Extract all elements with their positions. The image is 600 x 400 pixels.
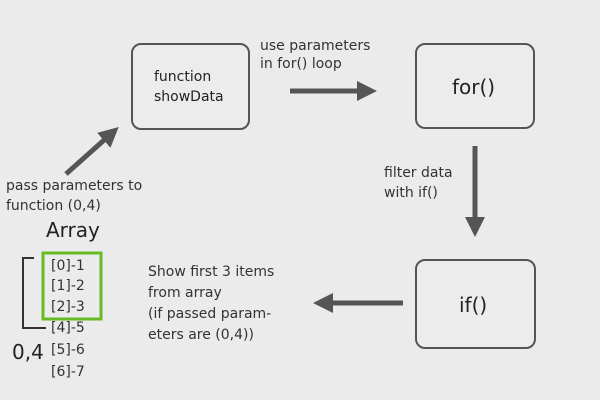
use-params-label-line1: use parameters xyxy=(260,38,371,54)
result-label-line2: from array xyxy=(148,285,222,301)
range-bracket xyxy=(22,257,46,329)
result-label-line1: Show first 3 items xyxy=(148,264,275,280)
arrow-params-to-function xyxy=(64,127,119,176)
array-item: [5]-6 xyxy=(51,342,85,358)
array-item: [2]-3 xyxy=(51,299,85,315)
filter-label-line1: filter data xyxy=(384,165,453,181)
result-label-line4: eters are (0,4)) xyxy=(148,327,254,343)
if-node-label: if() xyxy=(459,293,488,317)
function-node-label-line2: showData xyxy=(154,89,224,105)
pass-params-label-line2: function (0,4) xyxy=(6,198,101,214)
array-item: [1]-2 xyxy=(51,278,85,294)
selected-items-highlight xyxy=(41,251,103,321)
range-label: 0,4 xyxy=(12,340,44,364)
filter-label-line2: with if() xyxy=(384,185,438,201)
function-showdata-node: function showData xyxy=(131,43,250,130)
if-node: if() xyxy=(415,259,536,349)
array-item: [0]-1 xyxy=(51,258,85,274)
for-node: for() xyxy=(415,43,535,129)
array-title: Array xyxy=(46,218,100,242)
for-node-label: for() xyxy=(452,75,496,99)
array-item: [6]-7 xyxy=(51,364,85,380)
function-node-label-line1: function xyxy=(154,69,212,85)
array-item: [4]-5 xyxy=(51,320,85,336)
use-params-label-line2: in for() loop xyxy=(260,56,342,72)
pass-params-label-line1: pass parameters to xyxy=(6,178,143,194)
result-label-line3: (if passed param- xyxy=(148,306,272,322)
